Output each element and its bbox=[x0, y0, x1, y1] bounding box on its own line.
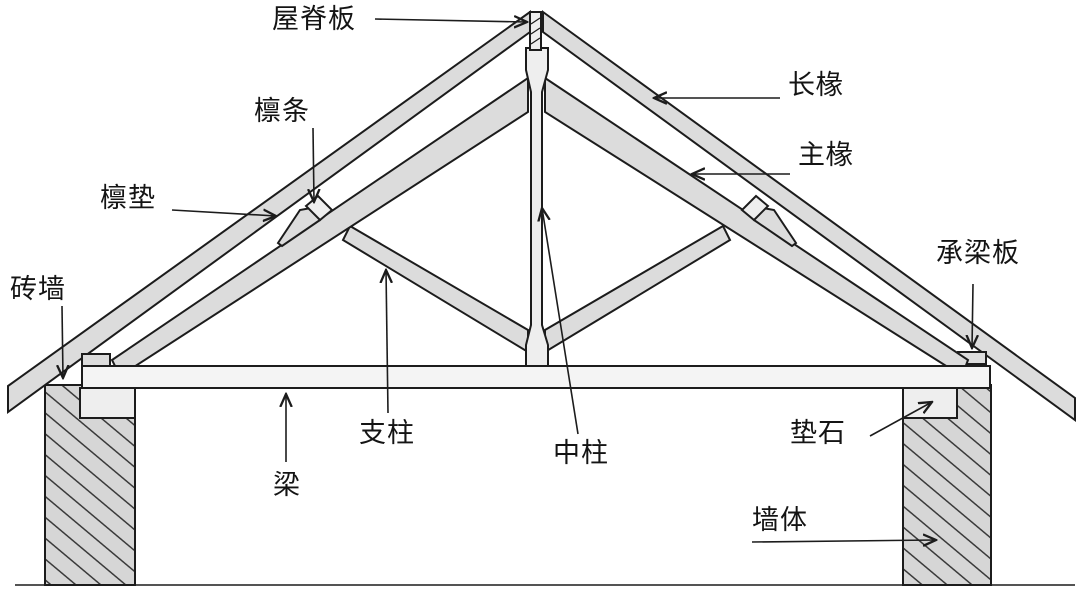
right-purlin bbox=[740, 194, 770, 222]
king-post-arrow bbox=[542, 208, 579, 435]
ridge-board-hatch-2 bbox=[530, 27, 541, 35]
right-long-rafter bbox=[542, 10, 1076, 422]
purlin-label: 檩条 bbox=[254, 96, 310, 127]
brace-arrow bbox=[386, 270, 388, 414]
right-main-rafter bbox=[544, 76, 970, 378]
left-bearing-plate bbox=[81, 353, 111, 367]
brick-wall-label: 砖墙 bbox=[10, 274, 66, 305]
left-main-rafter bbox=[110, 76, 529, 378]
purlin-arrow bbox=[313, 127, 314, 202]
purlin-pad-label: 檩垫 bbox=[100, 183, 156, 214]
left-brace bbox=[341, 224, 529, 354]
beam-shape bbox=[81, 365, 991, 389]
bearing-plate-label: 承梁板 bbox=[936, 238, 1020, 269]
ridge-board-arrow bbox=[374, 19, 527, 22]
bearing-plate-arrow bbox=[972, 283, 973, 348]
ridge-board-hatch-1 bbox=[530, 17, 541, 25]
right-brace bbox=[544, 224, 732, 354]
pad-stone-label: 垫石 bbox=[790, 418, 846, 449]
brace-label: 支柱 bbox=[359, 418, 415, 449]
main-rafter-label: 主椽 bbox=[798, 140, 854, 171]
purlin-pad-arrow bbox=[171, 210, 276, 216]
left-pad-stone bbox=[79, 387, 136, 419]
ridge-board-label: 屋脊板 bbox=[272, 4, 356, 35]
left-long-rafter bbox=[7, 10, 531, 414]
wall-body-arrow bbox=[751, 540, 936, 542]
ridge-board-hatch-3 bbox=[530, 37, 541, 45]
long-rafter-label: 长椽 bbox=[788, 70, 844, 101]
wall-body-label: 墙体 bbox=[752, 505, 808, 536]
king-post-label: 中柱 bbox=[553, 438, 609, 469]
brick-wall-arrow bbox=[62, 305, 63, 378]
pad-stone-arrow bbox=[869, 402, 932, 437]
beam-label: 梁 bbox=[273, 470, 301, 501]
